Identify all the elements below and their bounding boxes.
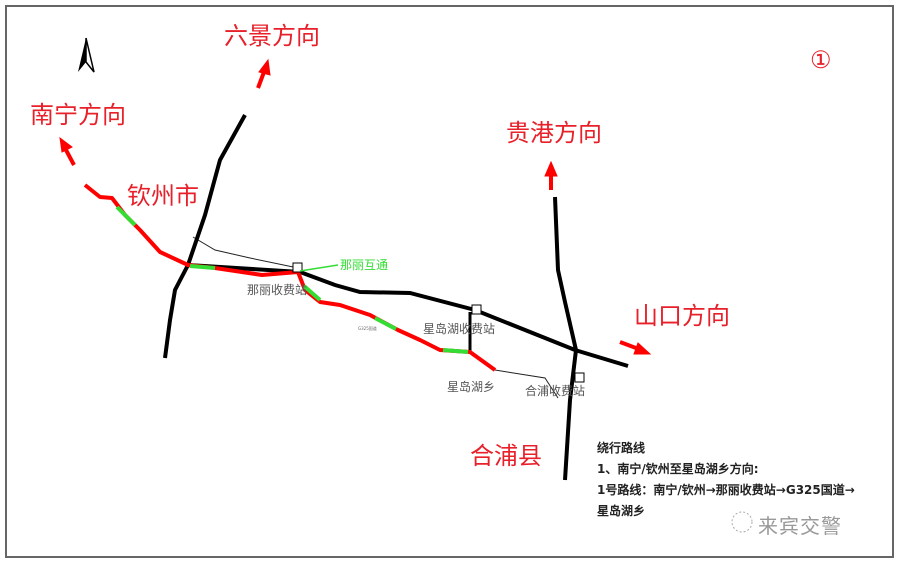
nali-toll-label: 那丽收费站 [247,283,307,297]
hepu-toll-label: 合浦收费站 [525,383,585,398]
legend-line: 1号路线：南宁/钦州→那丽收费站→G325国道→ [597,483,855,497]
shankou-direction-label: 山口方向 [634,302,730,330]
liujing-arrow-icon [256,58,271,89]
hepu-toll-marker [574,372,585,383]
road-liujing [163,114,247,359]
interchange-leader [299,264,339,272]
xingdaohu-toll-marker [471,304,482,315]
nanning-arrow-icon [59,136,76,166]
panel-number: ① [810,46,832,74]
minor-road [192,236,299,269]
watermark-logo-icon [731,511,753,533]
minor-road [494,369,559,399]
shankou-arrow-icon [619,340,652,355]
nali-toll-marker [292,262,303,273]
liujing-direction-label: 六景方向 [224,22,320,50]
xingdaohu-toll-label: 星岛湖收费站 [423,321,495,336]
g325-road-label: G325国道 [358,325,377,331]
legend-line: 星岛湖乡 [597,504,646,518]
detour-legend: 绕行路线 1、南宁/钦州至星岛湖乡方向: 1号路线：南宁/钦州→那丽收费站→G3… [597,438,855,522]
guigang-arrow-icon [544,160,558,190]
north-arrow-icon [78,37,95,73]
xingdaohu-town-label: 星岛湖乡 [447,379,495,394]
qinzhou-label: 钦州市 [127,182,199,210]
detour-route [83,183,497,372]
nanning-direction-label: 南宁方向 [30,101,126,129]
guigang-direction-label: 贵港方向 [506,119,602,147]
nali-interchange-label: 那丽互通 [340,258,388,272]
road-guigang [553,196,579,481]
road-main [187,263,629,368]
map-frame [5,5,894,558]
hepu-label: 合浦县 [470,442,542,470]
legend-title: 绕行路线 [597,441,646,455]
legend-line: 1、南宁/钦州至星岛湖乡方向: [597,462,759,476]
free-flow-segments [115,205,469,354]
watermark: 来宾交警 [758,514,842,538]
